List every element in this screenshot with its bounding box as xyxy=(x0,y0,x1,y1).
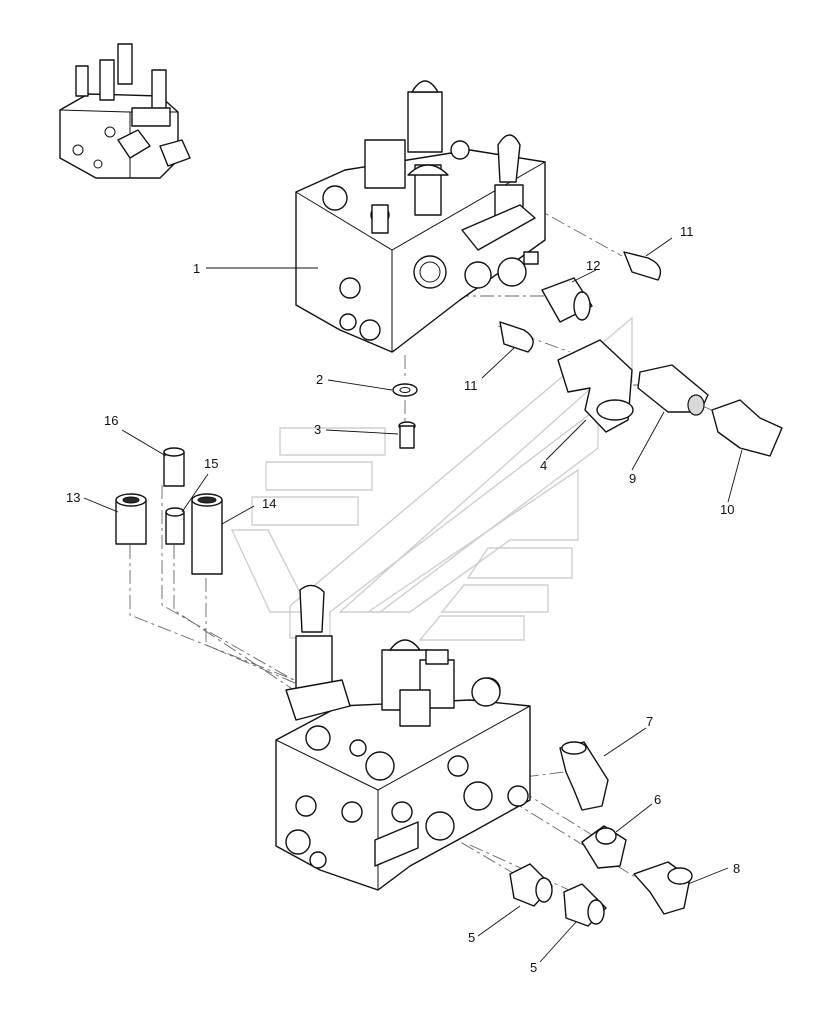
callout-2: 2 xyxy=(316,372,323,387)
callout-13: 13 xyxy=(66,490,80,505)
upper-valve-block xyxy=(295,80,546,353)
callout-12: 12 xyxy=(586,258,600,273)
callout-1: 1 xyxy=(193,261,200,276)
callout-16: 16 xyxy=(104,413,118,428)
lower-valve-block xyxy=(275,584,531,891)
callout-14: 14 xyxy=(262,496,276,511)
upper-fittings xyxy=(392,251,783,457)
lower-fittings xyxy=(509,741,693,927)
callout-10: 10 xyxy=(720,502,734,517)
callout-6: 6 xyxy=(654,792,661,807)
callout-5-b: 5 xyxy=(530,960,537,975)
callout-5-a: 5 xyxy=(468,930,475,945)
reference-thumbnail xyxy=(59,43,191,179)
callout-9: 9 xyxy=(629,471,636,486)
callout-4: 4 xyxy=(540,458,547,473)
callout-11-a: 11 xyxy=(680,224,694,239)
callout-7: 7 xyxy=(646,714,653,729)
callout-15: 15 xyxy=(204,456,218,471)
left-fittings xyxy=(115,447,223,575)
callout-labels: 1 2 3 4 5 5 6 7 8 9 10 11 11 12 13 14 15… xyxy=(66,224,740,975)
leader-lines xyxy=(83,237,743,963)
callout-8: 8 xyxy=(733,861,740,876)
callout-3: 3 xyxy=(314,422,321,437)
callout-11-b: 11 xyxy=(464,378,478,393)
